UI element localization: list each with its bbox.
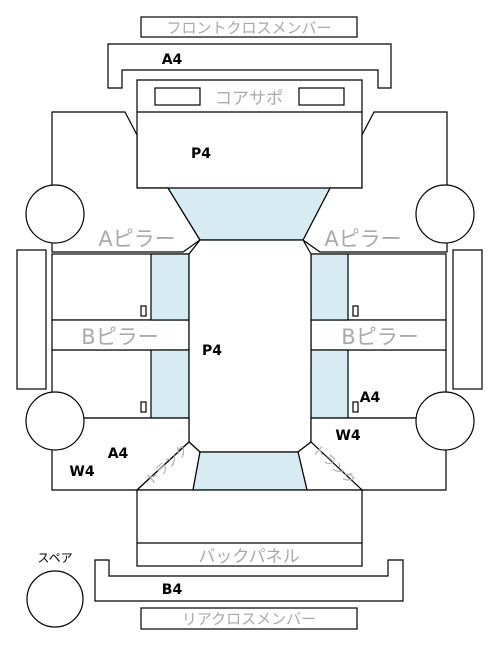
b-pillar-right-label: Bピラー bbox=[341, 325, 418, 349]
spare-tire[interactable] bbox=[26, 570, 84, 628]
right-rear-door-handle bbox=[352, 401, 359, 413]
right-rear-window[interactable] bbox=[310, 349, 349, 419]
rear-member-grade: B4 bbox=[162, 582, 183, 598]
left-front-window[interactable] bbox=[150, 253, 190, 321]
front-member-grade: A4 bbox=[162, 52, 183, 68]
rear-window[interactable] bbox=[192, 451, 308, 491]
left-front-wheel[interactable] bbox=[25, 184, 85, 244]
front-cross-member-label: フロントクロスメンバー bbox=[166, 19, 331, 37]
b-pillar-left[interactable] bbox=[51, 319, 190, 351]
right-front-door-handle bbox=[352, 305, 359, 317]
left-rear-window[interactable] bbox=[150, 349, 190, 419]
left-rear-wheel-grade: W4 bbox=[69, 464, 94, 480]
a-pillar-right-label: Aピラー bbox=[324, 227, 401, 251]
right-rear-wheel[interactable] bbox=[415, 391, 475, 451]
center-body-grade: P4 bbox=[202, 343, 222, 359]
back-panel-label: バックパネル bbox=[198, 547, 299, 567]
rear-cross-member-box[interactable] bbox=[140, 607, 358, 630]
front-member-bracket[interactable] bbox=[107, 43, 392, 89]
rear-bumper[interactable] bbox=[136, 489, 363, 567]
rear-member-bracket[interactable] bbox=[94, 559, 404, 602]
rear-cross-member-label: リアクロスメンバー bbox=[182, 610, 316, 628]
front-body-grade: P4 bbox=[191, 146, 211, 162]
right-headlight[interactable] bbox=[298, 87, 345, 106]
left-rear-door-grade: A4 bbox=[108, 446, 129, 462]
a-pillar-left-label: Aピラー bbox=[98, 227, 175, 251]
left-rear-door-handle bbox=[140, 401, 147, 413]
left-side-sill[interactable] bbox=[16, 249, 47, 390]
right-side-sill[interactable] bbox=[452, 249, 483, 390]
left-front-door-handle bbox=[140, 305, 147, 317]
front-cross-member-box[interactable] bbox=[140, 16, 358, 38]
left-rear-wheel[interactable] bbox=[25, 391, 85, 451]
spare-label: スペア bbox=[37, 551, 72, 565]
right-rear-wheel-grade: W4 bbox=[335, 428, 360, 444]
left-headlight[interactable] bbox=[154, 87, 201, 106]
b-pillar-right[interactable] bbox=[310, 319, 447, 351]
radiator-support-label: コアサポ bbox=[215, 89, 283, 109]
right-front-wheel[interactable] bbox=[415, 184, 475, 244]
right-front-window[interactable] bbox=[310, 253, 349, 321]
right-rear-door-grade: A4 bbox=[360, 390, 381, 406]
b-pillar-left-label: Bピラー bbox=[81, 325, 158, 349]
